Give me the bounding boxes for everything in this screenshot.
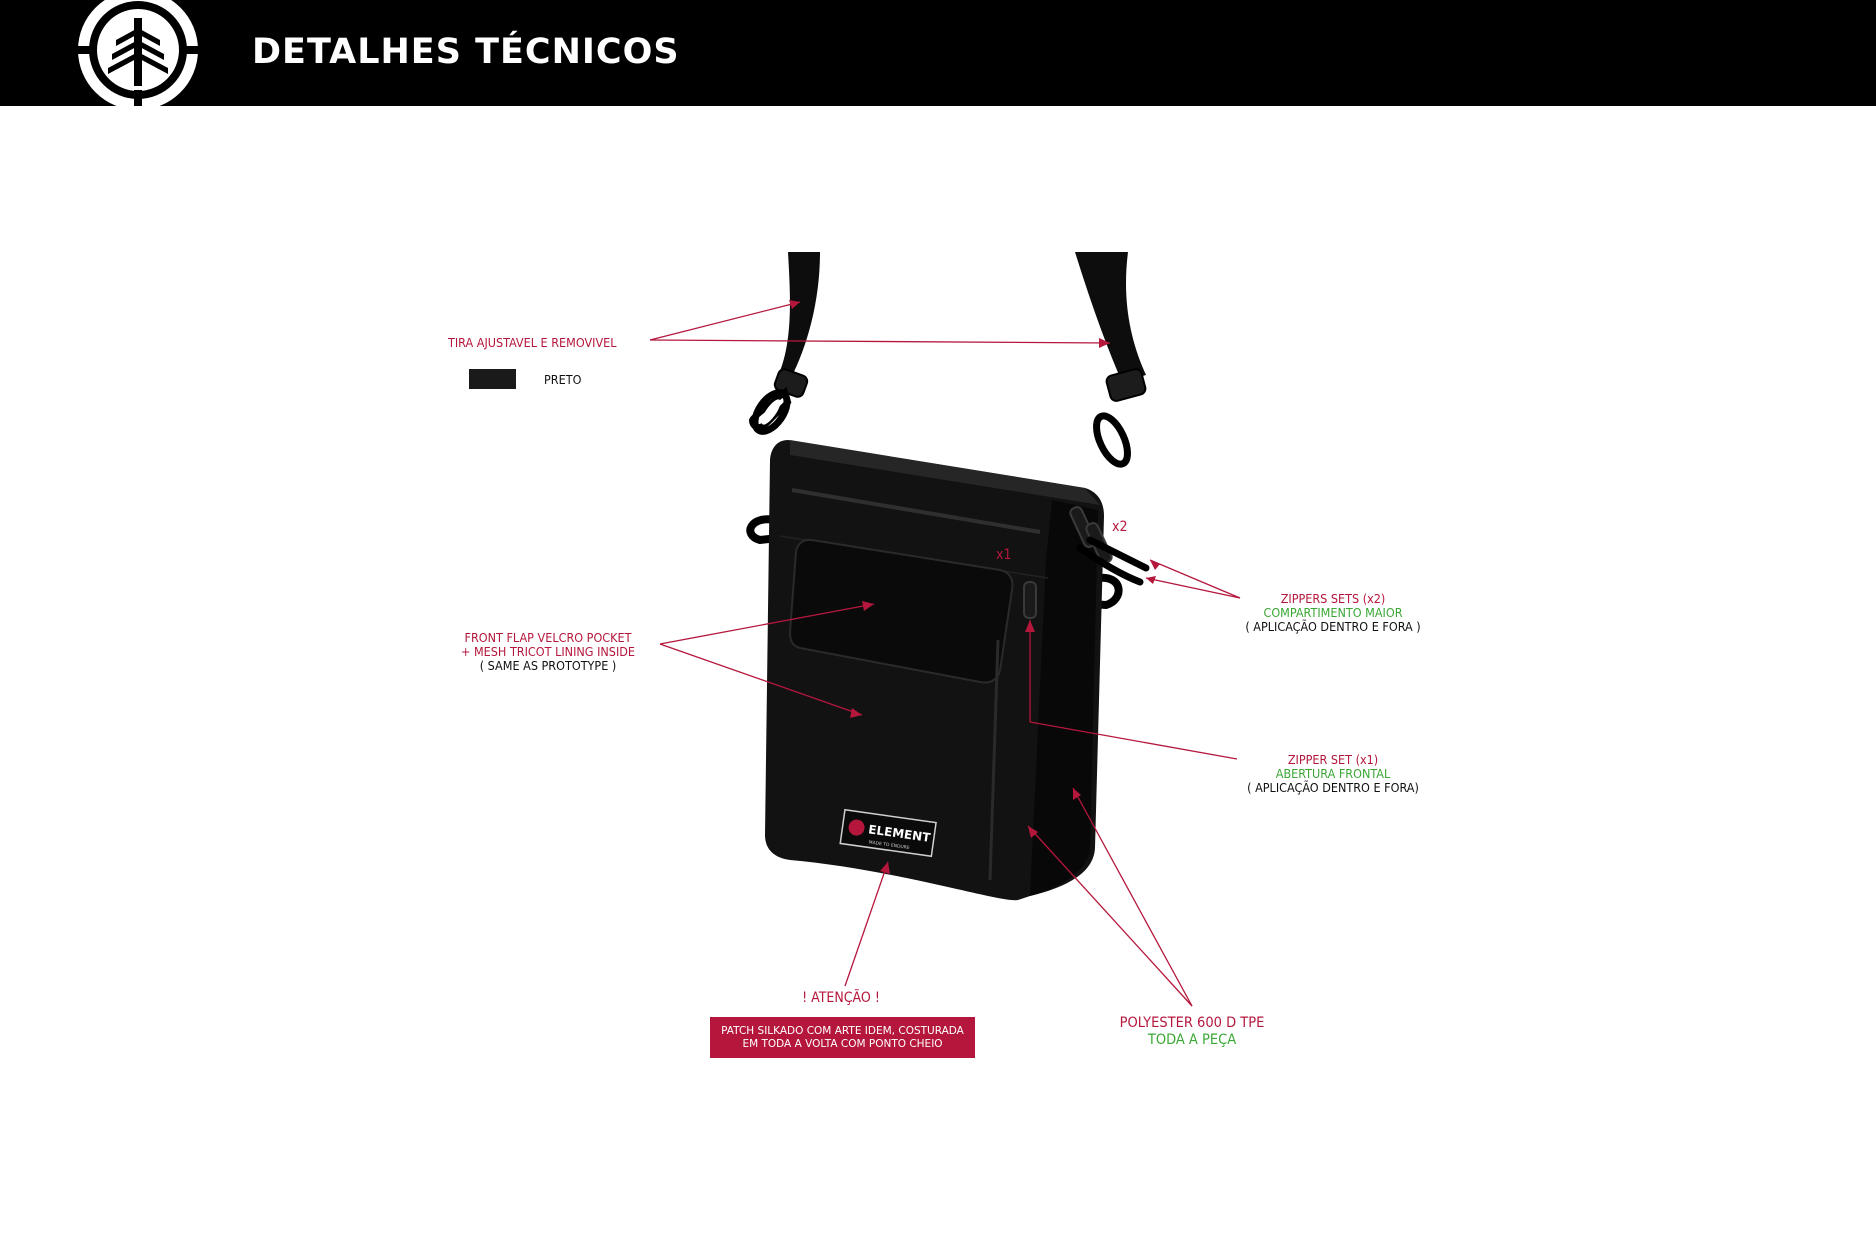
- zipper-x1-line2: ABERTURA FRONTAL: [1275, 766, 1391, 781]
- zippers-x2-line3: ( APLICAÇÃO DENTRO E FORA ): [1245, 619, 1421, 634]
- marker-x2: x2: [1112, 519, 1128, 535]
- svg-text:MADE TO ENDURE: MADE TO ENDURE: [868, 839, 910, 851]
- attention-notice-box: PATCH SILKADO COM ARTE IDEM, COSTURADA E…: [710, 1017, 975, 1058]
- callout-arrowheads: [789, 300, 1160, 874]
- bag-right-side: [1030, 500, 1098, 896]
- front-pocket-line2: + MESH TRICOT LINING INSIDE: [460, 644, 636, 659]
- right-strap: [1075, 252, 1146, 382]
- element-patch: ELEMENT MADE TO ENDURE: [839, 808, 937, 858]
- element-tree-logo-icon: [74, 0, 202, 106]
- attention-line2: EM TODA A VOLTA COM PONTO CHEIO: [742, 1037, 943, 1050]
- attention-title: ! ATENÇÃO !: [802, 990, 880, 1006]
- header-bar: DETALHES TÉCNICOS: [0, 0, 1876, 106]
- marker-x1: x1: [996, 547, 1012, 563]
- zipper-pull-cord: [1086, 536, 1150, 572]
- zipper-x1-line1: ZIPPER SET (x1): [1287, 752, 1379, 767]
- left-side-loop: [746, 515, 779, 545]
- swatch-label: PRETO: [544, 372, 582, 387]
- bag-top-edge: [790, 440, 1100, 505]
- left-strap: [778, 252, 820, 380]
- right-strap-buckle: [1105, 368, 1147, 402]
- front-vertical-zipper: [988, 639, 1000, 881]
- front-flap-pocket: [788, 538, 1014, 684]
- zipper-pull-front: [1023, 581, 1037, 619]
- strap-label: TIRA AJUSTAVEL E REMOVIVEL: [448, 335, 617, 350]
- zippers-x2-line2: COMPARTIMENTO MAIOR: [1263, 605, 1403, 620]
- right-side-loop: [1089, 573, 1123, 610]
- material-line1: POLYESTER 600 D TPE: [1119, 1015, 1265, 1031]
- top-zipper: [791, 488, 1041, 534]
- material-line2: TODA A PEÇA: [1147, 1032, 1237, 1048]
- front-pocket-line1: FRONT FLAP VELCRO POCKET: [464, 630, 632, 645]
- callout-lines: [649, 301, 1241, 1007]
- color-swatch-preto: [469, 369, 516, 389]
- front-pocket-line3: ( SAME AS PROTOTYPE ): [479, 658, 617, 673]
- zipper-pull-cord-2: [1076, 544, 1144, 586]
- zippers-x2-line1: ZIPPERS SETS (x2): [1280, 591, 1386, 606]
- attention-line1: PATCH SILKADO COM ARTE IDEM, COSTURADA: [721, 1024, 964, 1037]
- page-title: DETALHES TÉCNICOS: [252, 32, 680, 72]
- zipper-x1-line3: ( APLICAÇÃO DENTRO E FORA): [1247, 780, 1419, 795]
